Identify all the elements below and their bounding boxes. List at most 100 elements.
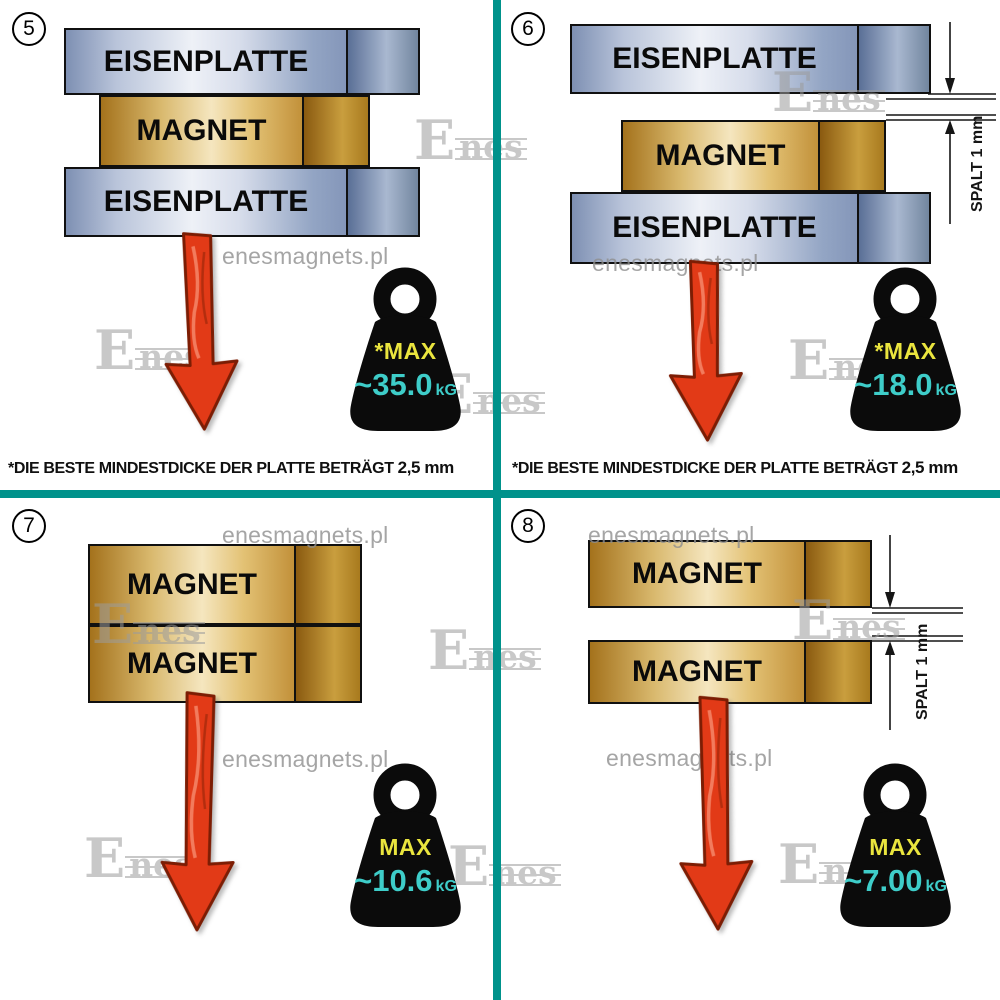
magnet-block: MAGNET [621, 120, 886, 192]
panel-number: 7 [23, 514, 35, 537]
panel-number-badge: 5 [12, 12, 46, 46]
weight-max-label: MAX [379, 834, 432, 860]
iron-plate-label: EISENPLATTE [103, 44, 309, 78]
footnote: *DIE BESTE MINDESTDICKE DER PLATTE BETRÄ… [8, 458, 454, 478]
iron-plate-label: EISENPLATTE [612, 42, 817, 75]
iron-plate-face: EISENPLATTE [572, 26, 857, 92]
site-watermark: enesmagnets.pl [222, 522, 389, 548]
magnet-face: MAGNET [90, 546, 294, 623]
weight-number: ~18.0 [854, 367, 933, 402]
enes-logo-e: E [94, 318, 136, 382]
magnet-end [818, 122, 884, 190]
footnote-text: *DIE BESTE MINDESTDICKE DER PLATTE BETRÄ… [8, 460, 398, 477]
weight-max-label: *MAX [874, 338, 937, 364]
horizontal-divider [0, 490, 1000, 498]
weight-unit: kG [935, 382, 957, 399]
weight-number: ~7.00 [844, 863, 923, 898]
iron-plate-end [346, 169, 418, 235]
gap-dimension: SPALT 1 mm [872, 535, 963, 730]
iron-plate-bottom: EISENPLATTE [64, 167, 420, 237]
gap-dimension: SPALT 1 mm [886, 22, 996, 224]
footnote: *DIE BESTE MINDESTDICKE DER PLATTE BETRÄ… [512, 458, 958, 478]
iron-plate-end [857, 194, 929, 262]
panel-number: 6 [522, 17, 534, 40]
enes-logo-nes: nes [489, 856, 561, 889]
site-watermark: enesmagnets.pl [588, 522, 755, 548]
kettlebell-shape [350, 267, 461, 431]
footnote-bold: 2,5 mm [901, 458, 959, 477]
magnet-end [294, 627, 360, 701]
iron-plate-label: EISENPLATTE [612, 211, 817, 244]
iron-plate-face: EISENPLATTE [66, 30, 346, 93]
enes-logo-e: E [414, 108, 456, 172]
enes-logo-e: E [84, 826, 126, 890]
iron-plate-end [346, 30, 418, 93]
enes-logo-nes: nes [469, 640, 541, 673]
iron-plate-label: EISENPLATTE [103, 185, 309, 218]
magnet-block-top: MAGNET [588, 540, 872, 608]
vertical-divider [493, 0, 501, 1000]
enes-logo-e: E [92, 592, 134, 656]
magnet-end [804, 542, 870, 606]
footnote-bold: 2,5 mm [397, 458, 455, 477]
magnet-end [804, 642, 870, 702]
panel-number-badge: 6 [511, 12, 545, 46]
panel-number: 5 [23, 17, 35, 40]
site-watermark: enesmagnets.pl [222, 746, 389, 772]
magnet-label: MAGNET [127, 647, 257, 680]
weight-max-label: MAX [869, 834, 922, 860]
magnet-face: MAGNET [623, 122, 818, 190]
site-watermark: enesmagnets.pl [592, 250, 759, 276]
magnet-label: MAGNET [127, 567, 257, 601]
panel-number-badge: 8 [511, 509, 545, 543]
enes-logo-e: E [772, 60, 814, 124]
magnet-face: MAGNET [590, 642, 804, 702]
downward-force-arrow [679, 695, 754, 931]
enes-logo-nes: nes [455, 130, 527, 163]
magnet-face: MAGNET [590, 542, 804, 606]
enes-logo-nes: nes [813, 82, 885, 115]
downward-force-arrow [164, 232, 239, 431]
iron-plate-end [857, 26, 929, 92]
weight-unit: kG [925, 878, 947, 895]
weight-max-label: *MAX [374, 338, 437, 364]
enes-logo-e: E [428, 618, 470, 682]
magnet-end [302, 97, 368, 165]
iron-plate-face: EISENPLATTE [66, 169, 346, 235]
iron-plate-face: EISENPLATTE [572, 194, 857, 262]
enes-logo-nes: nes [473, 384, 545, 417]
gap-label: SPALT 1 mm [914, 624, 931, 720]
downward-force-arrow [668, 259, 743, 442]
gap-label: SPALT 1 mm [969, 116, 986, 212]
weight-unit: kG [435, 382, 457, 399]
panel-number: 8 [522, 514, 534, 537]
footnote-text: *DIE BESTE MINDESTDICKE DER PLATTE BETRÄ… [512, 460, 902, 477]
magnet-label: MAGNET [655, 139, 786, 172]
weight-unit: kG [435, 878, 457, 895]
enes-logo-e: E [792, 588, 834, 652]
magnet-face: MAGNET [101, 97, 302, 165]
enes-logo-e: E [788, 328, 830, 392]
magnet-end [294, 546, 360, 623]
magnet-label: MAGNET [632, 557, 762, 590]
iron-plate-top: EISENPLATTE [570, 24, 931, 94]
site-watermark: enesmagnets.pl [222, 243, 389, 269]
kettlebell-shape [350, 763, 461, 927]
magnet-block-top: MAGNET [88, 544, 362, 625]
iron-plate-top: EISENPLATTE [64, 28, 420, 95]
magnet-label: MAGNET [632, 655, 762, 688]
enes-logo-nes: nes [133, 614, 205, 647]
